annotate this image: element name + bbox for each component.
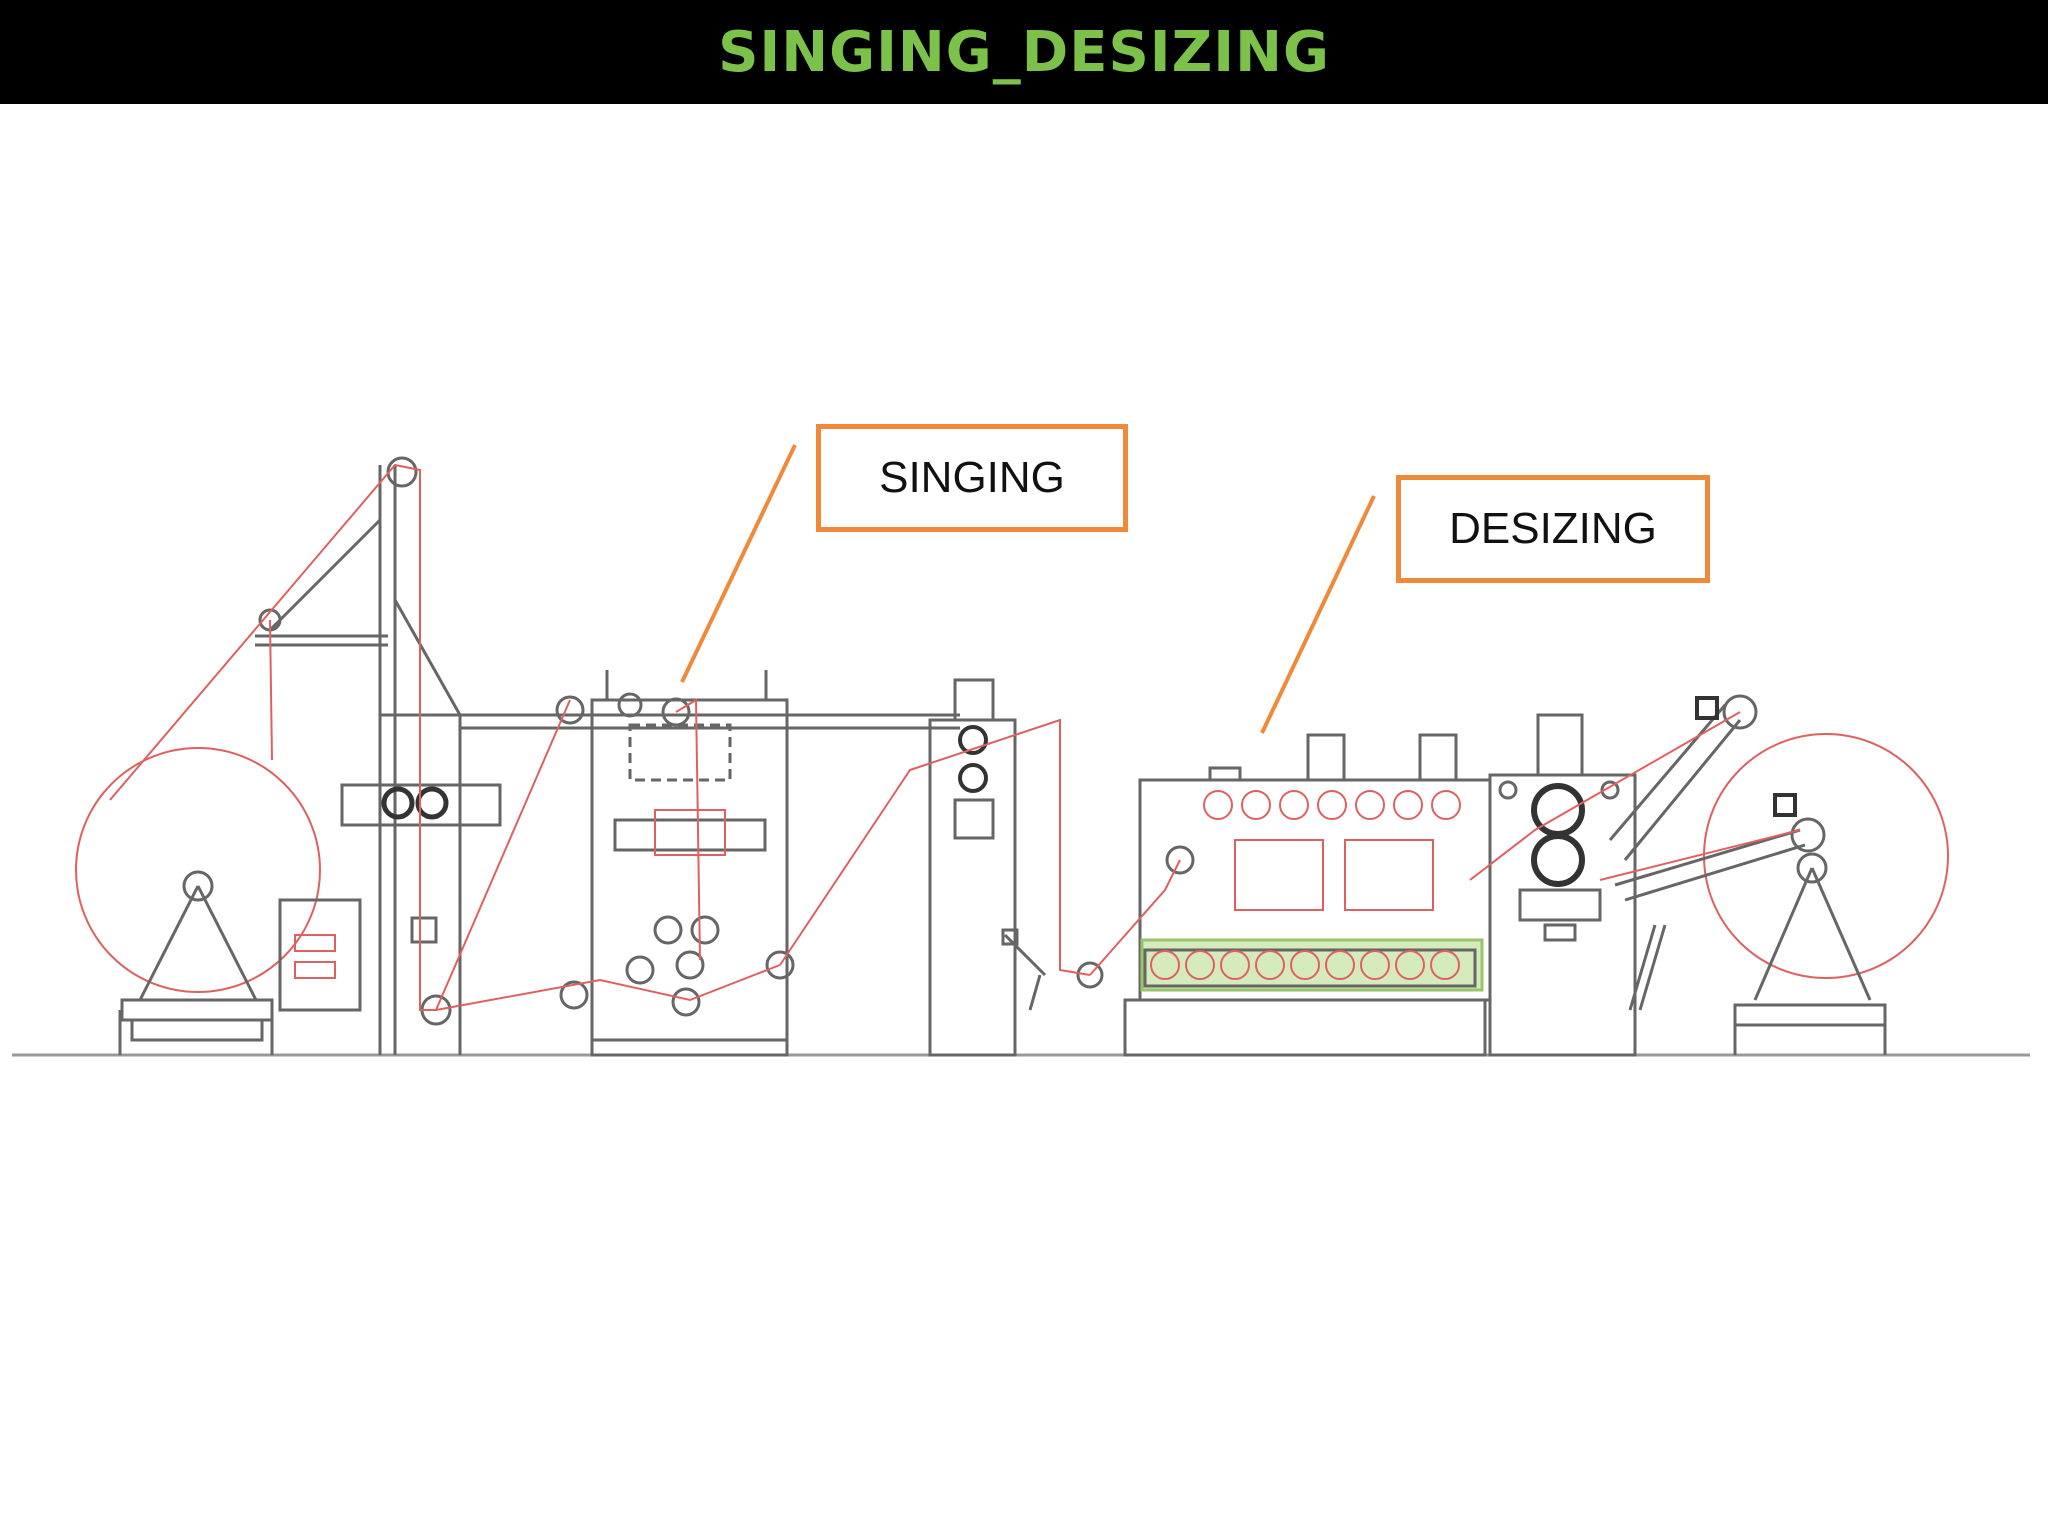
rewind-roll-right bbox=[1608, 694, 1949, 1055]
machine-diagram bbox=[12, 444, 2030, 1057]
singing-unit bbox=[555, 670, 795, 1057]
slide-header: SINGING_DESIZING bbox=[0, 0, 2048, 104]
singing-leader-line bbox=[680, 444, 797, 683]
singing-label: SINGING bbox=[879, 453, 1065, 502]
desizing-leader-line bbox=[1260, 495, 1376, 734]
fabric-path bbox=[109, 463, 1801, 1011]
middle-stand bbox=[928, 678, 1104, 1057]
desizing-unit bbox=[1123, 733, 1492, 1057]
unwind-roll-left bbox=[75, 747, 362, 1055]
desizing-label: DESIZING bbox=[1449, 504, 1657, 553]
squeeze-unit bbox=[1488, 713, 1637, 1057]
slide-title: SINGING_DESIZING bbox=[718, 19, 1330, 85]
desizing-callout: DESIZING bbox=[1396, 475, 1710, 583]
entry-tower bbox=[255, 456, 502, 1055]
singing-callout: SINGING bbox=[816, 424, 1128, 532]
